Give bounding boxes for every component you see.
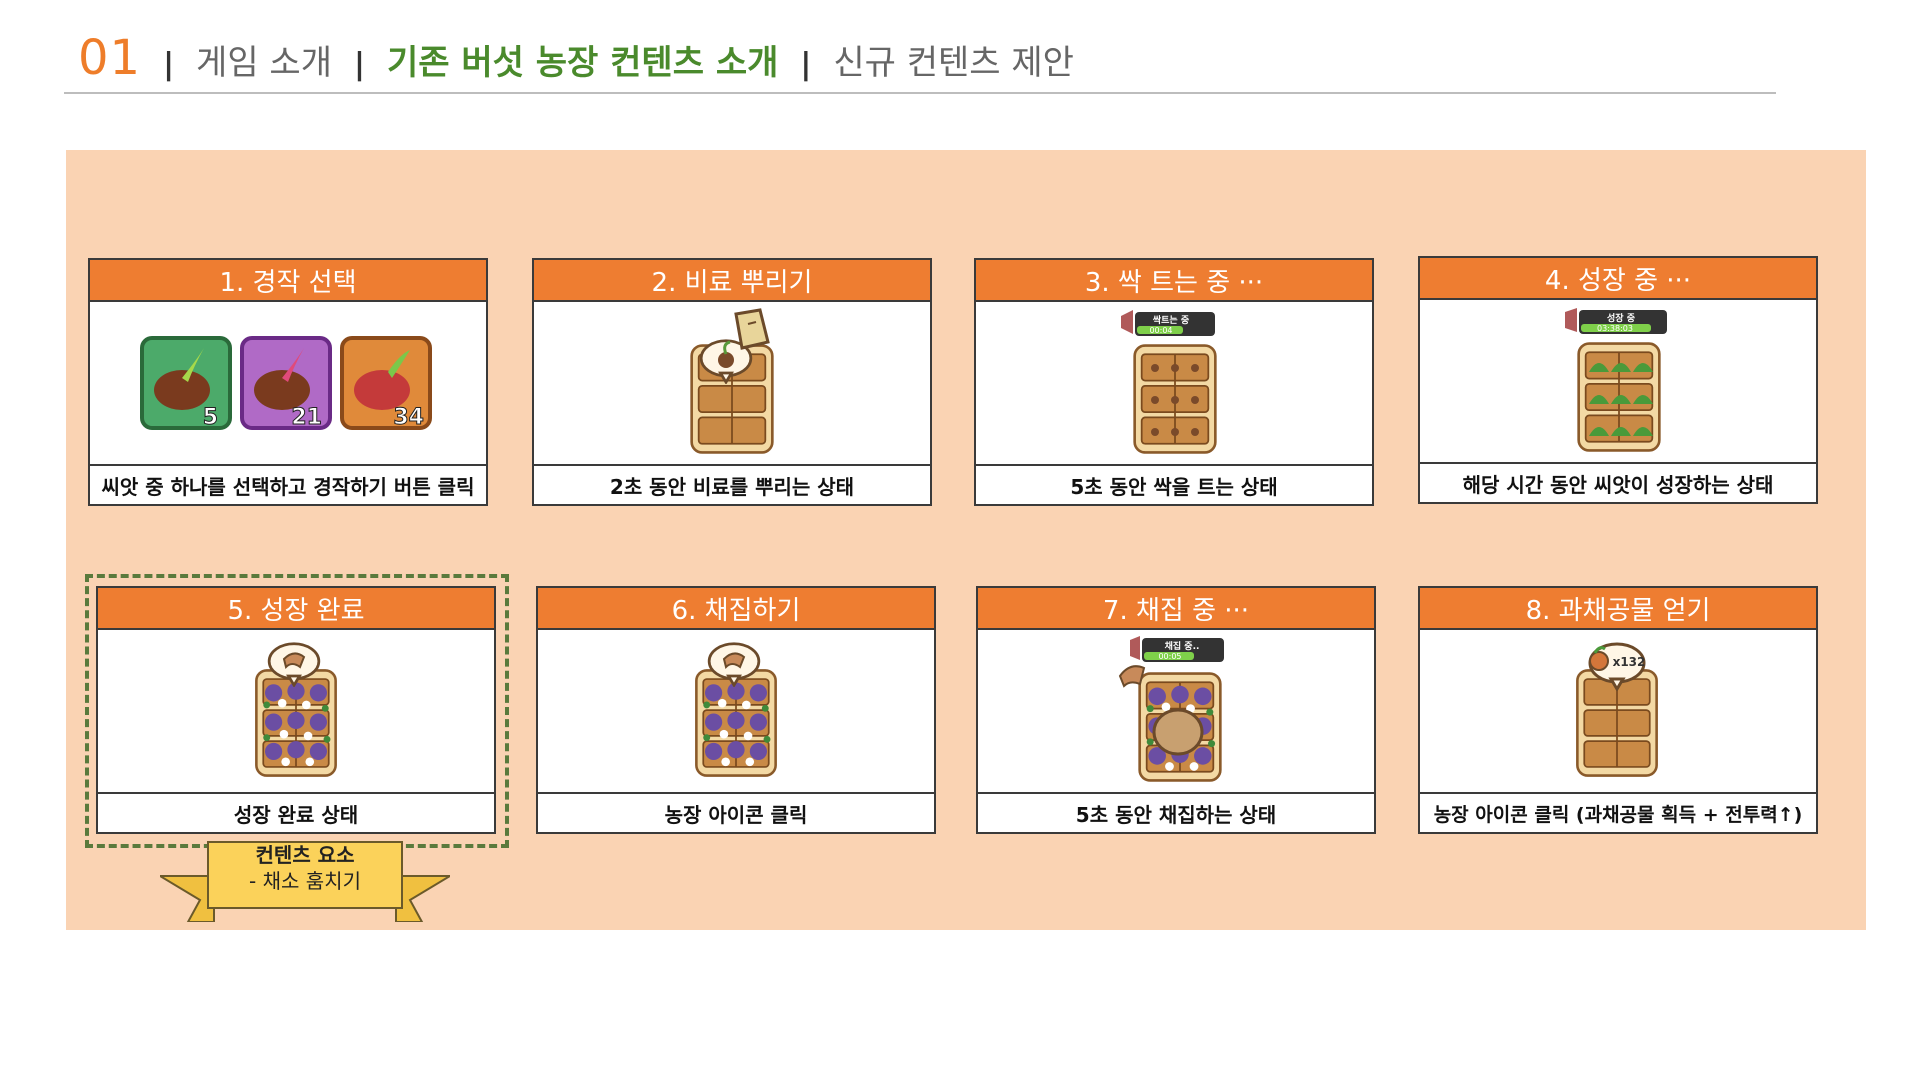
ribbon-label: 컨텐츠 요소 - 채소 훔치기	[212, 842, 398, 894]
harvest-ready-farm-plot[interactable]	[538, 630, 934, 794]
step-card-5: 5. 성장 완료 성장 완료 상태	[96, 586, 496, 834]
step-title: 1. 경작 선택	[90, 260, 486, 302]
step-caption: 농장 아이콘 클릭	[664, 802, 808, 827]
ribbon-title: 컨텐츠 요소	[255, 843, 355, 867]
step-card-3: 3. 싹 트는 중 ··· 싹트는 중 00:04 5초 동안 싹을 트는 상태	[974, 258, 1374, 506]
harvest-sack-icon	[1152, 708, 1204, 756]
step-title: 6. 채집하기	[538, 588, 934, 630]
glove-icon	[1118, 665, 1146, 688]
slide-header: 01 | 게임 소개 | 기존 버섯 농장 컨텐츠 소개 | 신규 컨텐츠 제안	[78, 30, 1074, 90]
content-element-ribbon	[160, 841, 450, 922]
produce-icon	[1589, 651, 1609, 671]
seed-icon	[340, 336, 432, 430]
step-caption: 2초 동안 비료를 뿌리는 상태	[609, 474, 855, 499]
header-separator: |	[353, 47, 365, 82]
header-separator: |	[800, 47, 812, 82]
glove-icon	[282, 652, 306, 669]
step-caption: 성장 완료 상태	[233, 802, 359, 827]
header-separator: |	[163, 47, 175, 82]
step-title: 5. 성장 완료	[98, 588, 494, 630]
step-title: 8. 과채공물 얻기	[1420, 588, 1816, 630]
seed-count: 34	[393, 405, 424, 430]
step-title: 7. 채집 중 ···	[978, 588, 1374, 630]
harvest-reward-farm-plot[interactable]: x132	[1420, 630, 1816, 794]
step-title: 2. 비료 뿌리기	[534, 260, 930, 302]
header-item-new-content: 신규 컨텐츠 제안	[833, 43, 1074, 83]
timer-text: 00:05	[1158, 652, 1181, 661]
seed-icon	[240, 336, 332, 430]
header-item-game-intro: 게임 소개	[196, 43, 332, 83]
growing-farm-plot: 성장 중 03:38:03	[1420, 300, 1816, 464]
step-caption: 5초 동안 싹을 트는 상태	[1070, 474, 1278, 499]
grown-farm-plot	[98, 630, 494, 794]
hourglass-icon	[1565, 308, 1577, 332]
step-card-4: 4. 성장 중 ··· 성장 중 03:38:03 해당 시간 동안 씨앗이 성…	[1418, 256, 1818, 504]
step-caption: 5초 동안 채집하는 상태	[1075, 802, 1277, 827]
step-card-8: 8. 과채공물 얻기 x132 농장 아이콘 클릭 (과채공물 획득 + 전투력…	[1418, 586, 1818, 834]
timer-text: 03:38:03	[1597, 324, 1633, 333]
step-card-6: 6. 채집하기 농장 아이콘 클릭	[536, 586, 936, 834]
step-caption: 해당 시간 동안 씨앗이 성장하는 상태	[1462, 472, 1774, 497]
glove-icon	[722, 652, 746, 669]
seed-icon	[140, 336, 232, 430]
hourglass-icon	[1121, 310, 1133, 334]
ribbon-subtitle: - 채소 훔치기	[249, 869, 361, 893]
status-label: 성장 중	[1607, 312, 1635, 324]
seed-selection-icons: 5 21 34	[90, 302, 486, 466]
sprouting-farm-plot: 싹트는 중 00:04	[976, 302, 1372, 466]
seed-count: 5	[203, 405, 218, 430]
seed-count: 21	[291, 405, 322, 430]
hourglass-icon	[1130, 636, 1140, 660]
step-card-7: 7. 채집 중 ··· 채집 중.. 00:05 5초 동안 채집하는 상태	[976, 586, 1376, 834]
reward-count: x132	[1613, 655, 1646, 669]
status-label: 채집 중..	[1165, 640, 1200, 652]
fertilizer-bag-icon	[734, 308, 770, 350]
step-caption: 씨앗 중 하나를 선택하고 경작하기 버튼 클릭	[101, 474, 475, 499]
step-title: 4. 성장 중 ···	[1420, 258, 1816, 300]
fertilizing-farm-plot	[534, 302, 930, 466]
step-card-1: 1. 경작 선택 5 21 34 씨앗 중 하나를 선택하고 경작하기 버튼 클…	[88, 258, 488, 506]
header-divider	[64, 92, 1776, 94]
header-item-existing-farm: 기존 버섯 농장 컨텐츠 소개	[386, 43, 779, 83]
step-title: 3. 싹 트는 중 ···	[976, 260, 1372, 302]
harvesting-farm-plot: 채집 중.. 00:05	[978, 630, 1374, 794]
step-card-2: 2. 비료 뿌리기 2초 동안 비료를 뿌리는 상태	[532, 258, 932, 506]
step-caption: 농장 아이콘 클릭 (과채공물 획득 + 전투력↑)	[1433, 803, 1803, 826]
timer-text: 00:04	[1149, 326, 1172, 335]
section-number: 01	[78, 30, 142, 86]
status-label: 싹트는 중	[1153, 314, 1189, 326]
